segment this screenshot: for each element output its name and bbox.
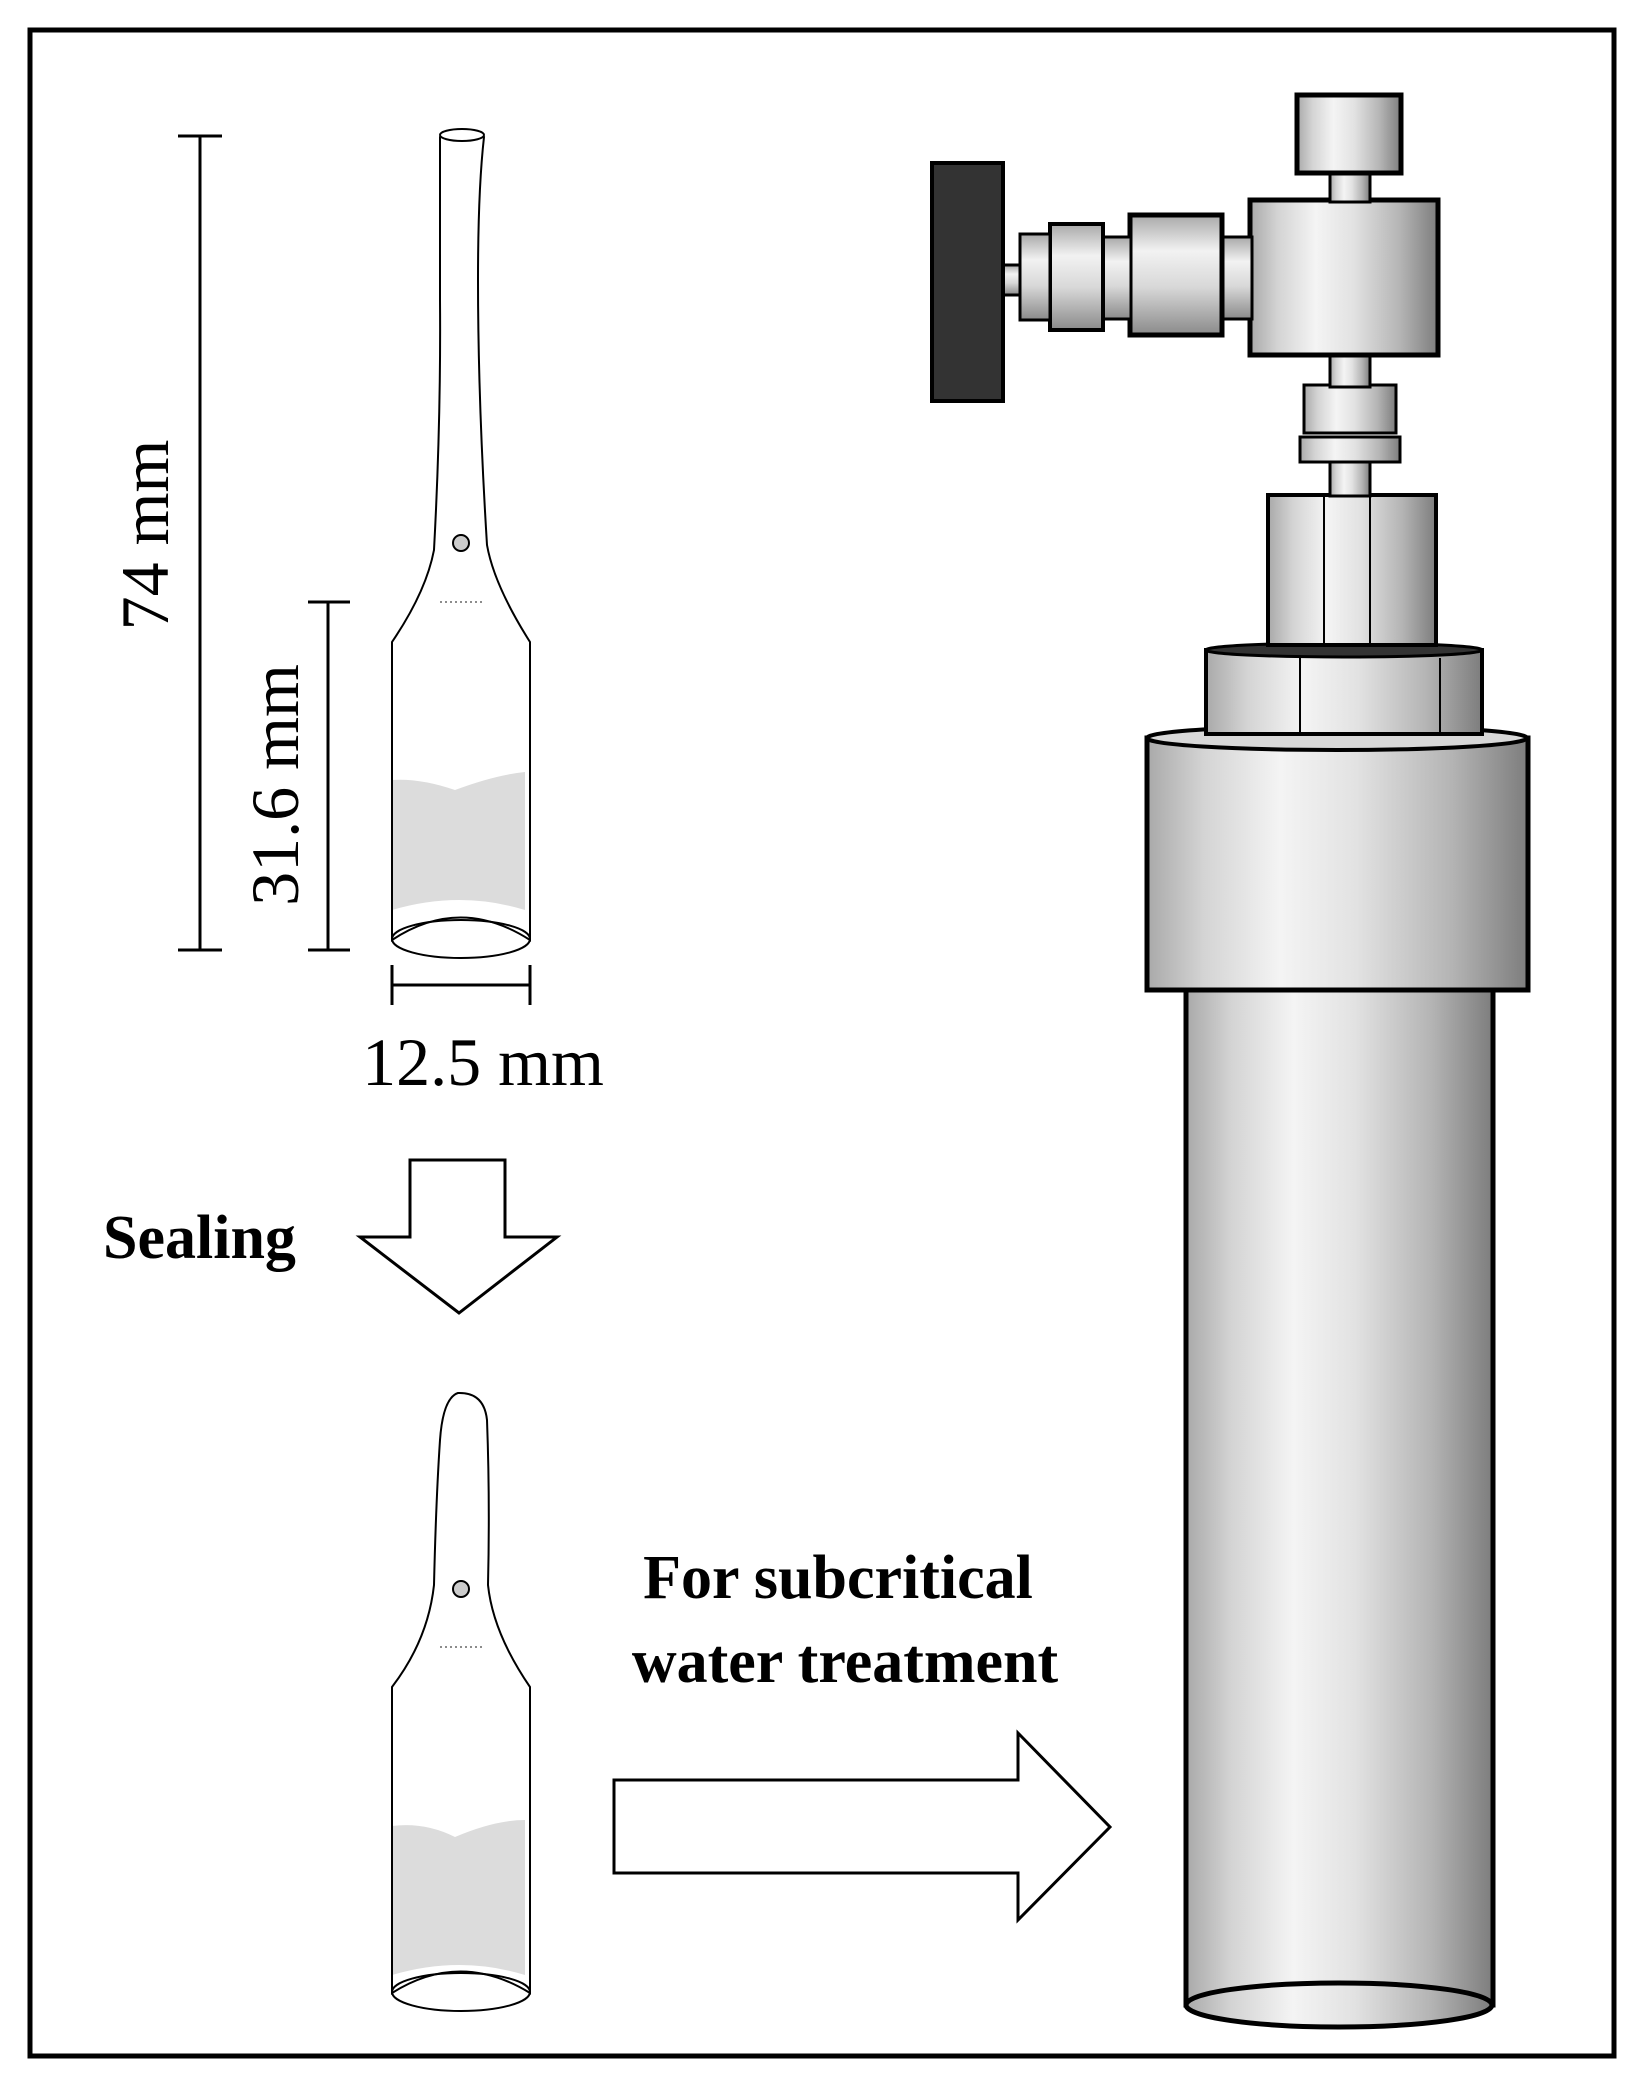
overall-length-label: 74 mm xyxy=(107,440,183,631)
ampoule-liquid xyxy=(392,772,525,910)
ampoule-top-opening xyxy=(439,128,485,142)
sealed-ampoule-outline xyxy=(391,1391,531,1995)
reactor-collar xyxy=(1144,735,1531,993)
fitting-stem-upper xyxy=(1328,353,1372,389)
ampoule-outline xyxy=(391,131,531,942)
sealing-label: Sealing xyxy=(103,1204,296,1272)
destination-label-line1: For subcritical xyxy=(643,1544,1033,1612)
reactor-vessel xyxy=(930,92,1531,2030)
fitting-ring xyxy=(1298,435,1402,464)
ampoule-dot xyxy=(452,534,470,552)
valve-cap xyxy=(1294,92,1404,176)
destination-label-line2: water treatment xyxy=(632,1628,1059,1696)
body-length-dimension xyxy=(308,600,350,952)
reactor-nut xyxy=(1204,648,1484,736)
length-dimension xyxy=(178,134,222,952)
valve-body xyxy=(1247,197,1441,358)
sealed-ampoule-liquid xyxy=(392,1820,525,1975)
sealed-ampoule-dot xyxy=(452,1580,470,1598)
body-length-label: 31.6 mm xyxy=(237,664,313,906)
valve-horizontal-segment-2 xyxy=(1127,212,1225,338)
fitting-stem-lower xyxy=(1328,458,1372,498)
sealed-ampoule xyxy=(391,1391,531,2012)
valve-horizontal-segment-5 xyxy=(1018,232,1052,322)
reactor-upper-cylinder xyxy=(1266,493,1438,647)
reactor-base xyxy=(1183,1980,1495,2030)
diameter-label: 12.5 mm xyxy=(362,1024,604,1100)
valve-horizontal-segment-3 xyxy=(1101,235,1133,321)
open-ampoule xyxy=(391,128,531,959)
sealed-ampoule-bottom xyxy=(391,1972,531,2012)
sealing-down-arrow xyxy=(355,1158,562,1315)
valve-horizontal-segment-1 xyxy=(1220,235,1254,321)
valve-knob xyxy=(930,161,1005,403)
fitting-nut xyxy=(1302,383,1398,435)
diameter-dimension xyxy=(390,965,532,1005)
ampoule-bottom xyxy=(391,919,531,959)
valve-horizontal-segment-4 xyxy=(1048,222,1105,332)
reactor-body xyxy=(1183,987,1496,2008)
transfer-right-arrow xyxy=(612,1729,1113,1924)
valve-horizontal-segment-6 xyxy=(1001,263,1022,297)
